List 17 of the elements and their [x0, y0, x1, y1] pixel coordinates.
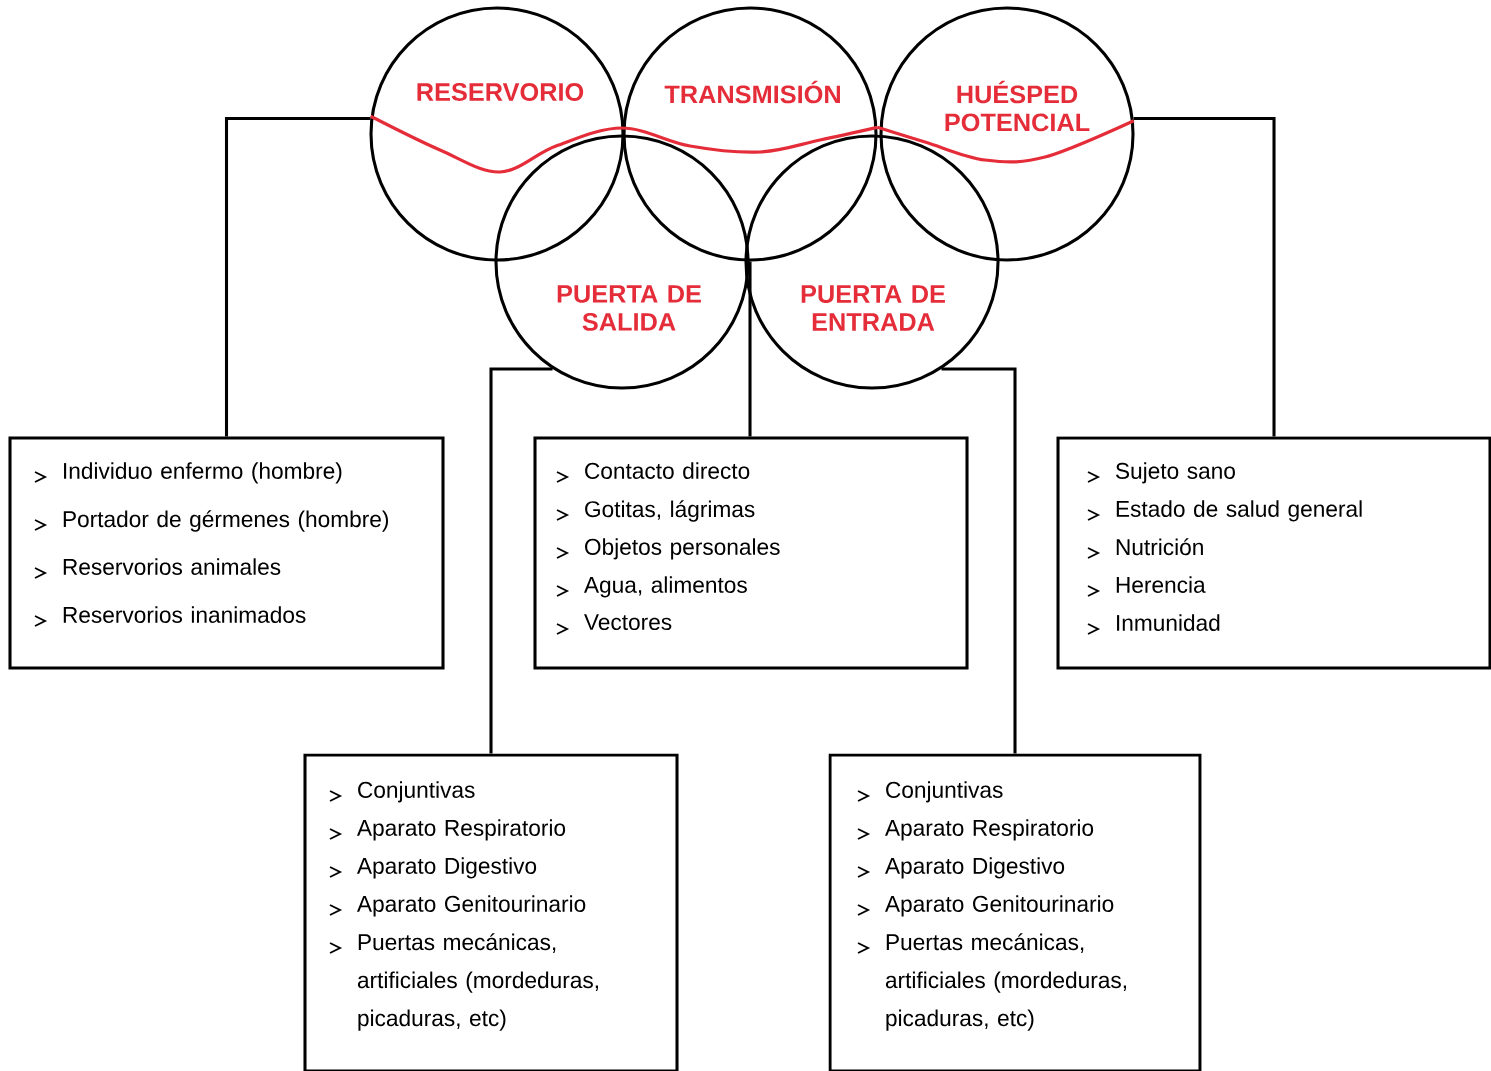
list-box: Individuo enfermo (hombre) Portador de gérmenes (hombre) Reservorios animales Reservorios inanimados: [8, 436, 445, 670]
list-box: Contacto directo Gotitas, lágrimas Objetos personales Agua, alimentos Vectores: [533, 436, 969, 670]
circle-title: PUERTA DE ENTRADA: [801, 285, 945, 331]
list-box: Conjuntivas Aparato Respiratorio Aparato Digestivo Aparato Genitourinario Puertas mecánicas, artificiales (mordeduras, picaduras, etc): [303, 753, 679, 1071]
list-box: Sujeto sano Estado de salud general Nutrición Herencia Inmunidad: [1056, 436, 1491, 670]
circle-title: TRANSMISIÓN: [664, 80, 840, 104]
circle-title: HUÉSPED POTENCIAL: [945, 80, 1090, 132]
connector-line: [1133, 116, 1276, 437]
list-box: Conjuntivas Aparato Respiratorio Aparato Digestivo Aparato Genitourinario Puertas mecánicas, artificiales (mordeduras, picaduras, etc): [828, 753, 1202, 1071]
connector-line: [748, 261, 752, 437]
connector-line: [876, 119, 1135, 164]
connector-line: [489, 367, 553, 754]
connector-line: [941, 367, 1017, 754]
circle-title: PUERTA DE SALIDA: [557, 285, 701, 331]
connector-line: [370, 114, 878, 174]
circle-title: RESERVORIO: [417, 83, 584, 101]
connector-line: [224, 116, 371, 437]
